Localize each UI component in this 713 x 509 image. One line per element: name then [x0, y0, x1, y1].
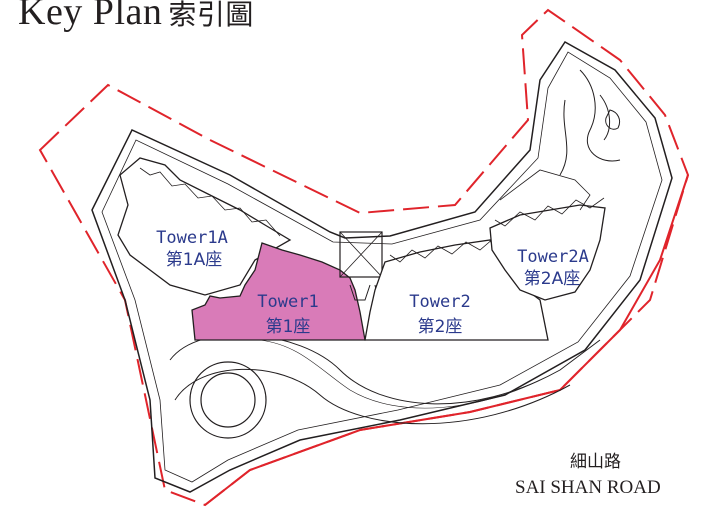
tower-1a-block: [117, 157, 292, 296]
tower-2-label-zh: 第2座: [418, 317, 463, 337]
podium-inner: [101, 51, 663, 483]
tower-2-facade: [389, 237, 495, 263]
tower-2a-label-en: Tower2A: [517, 247, 589, 267]
garden-shrub: [605, 109, 621, 130]
ne-walkway: [499, 169, 591, 211]
tower-1-block-highlight: [191, 242, 366, 341]
turning-circle-outer: [189, 361, 267, 439]
title-english: Key Plan: [18, 0, 163, 33]
title-chinese: 索引圖: [168, 0, 254, 31]
tower-1a-label-en: Tower1A: [156, 228, 228, 248]
tower-2a-block: [489, 204, 606, 301]
road-edge: [204, 174, 689, 506]
garden-paths: [559, 69, 621, 176]
road-name-chinese: 細山路: [570, 452, 621, 472]
tower-1-label-en: Tower1: [257, 292, 318, 312]
tower-2a-label-zh: 第2A座: [524, 269, 580, 289]
tower-2-label-en: Tower2: [409, 292, 470, 312]
turning-circle-inner: [200, 372, 256, 428]
road-name-english: SAI SHAN ROAD: [515, 477, 661, 498]
driveway-outer: [169, 334, 601, 405]
tower-1a-label-zh: 第1A座: [166, 250, 222, 270]
driveway-curb: [259, 339, 541, 409]
tower-1a-facade: [139, 167, 281, 237]
driveway-inner: [174, 368, 571, 425]
tower-1-label-zh: 第1座: [266, 317, 311, 337]
podium-outline: [91, 41, 673, 493]
central-core: [339, 231, 383, 278]
core-cross-b: [339, 231, 383, 278]
tower-2a-facade: [494, 197, 605, 227]
